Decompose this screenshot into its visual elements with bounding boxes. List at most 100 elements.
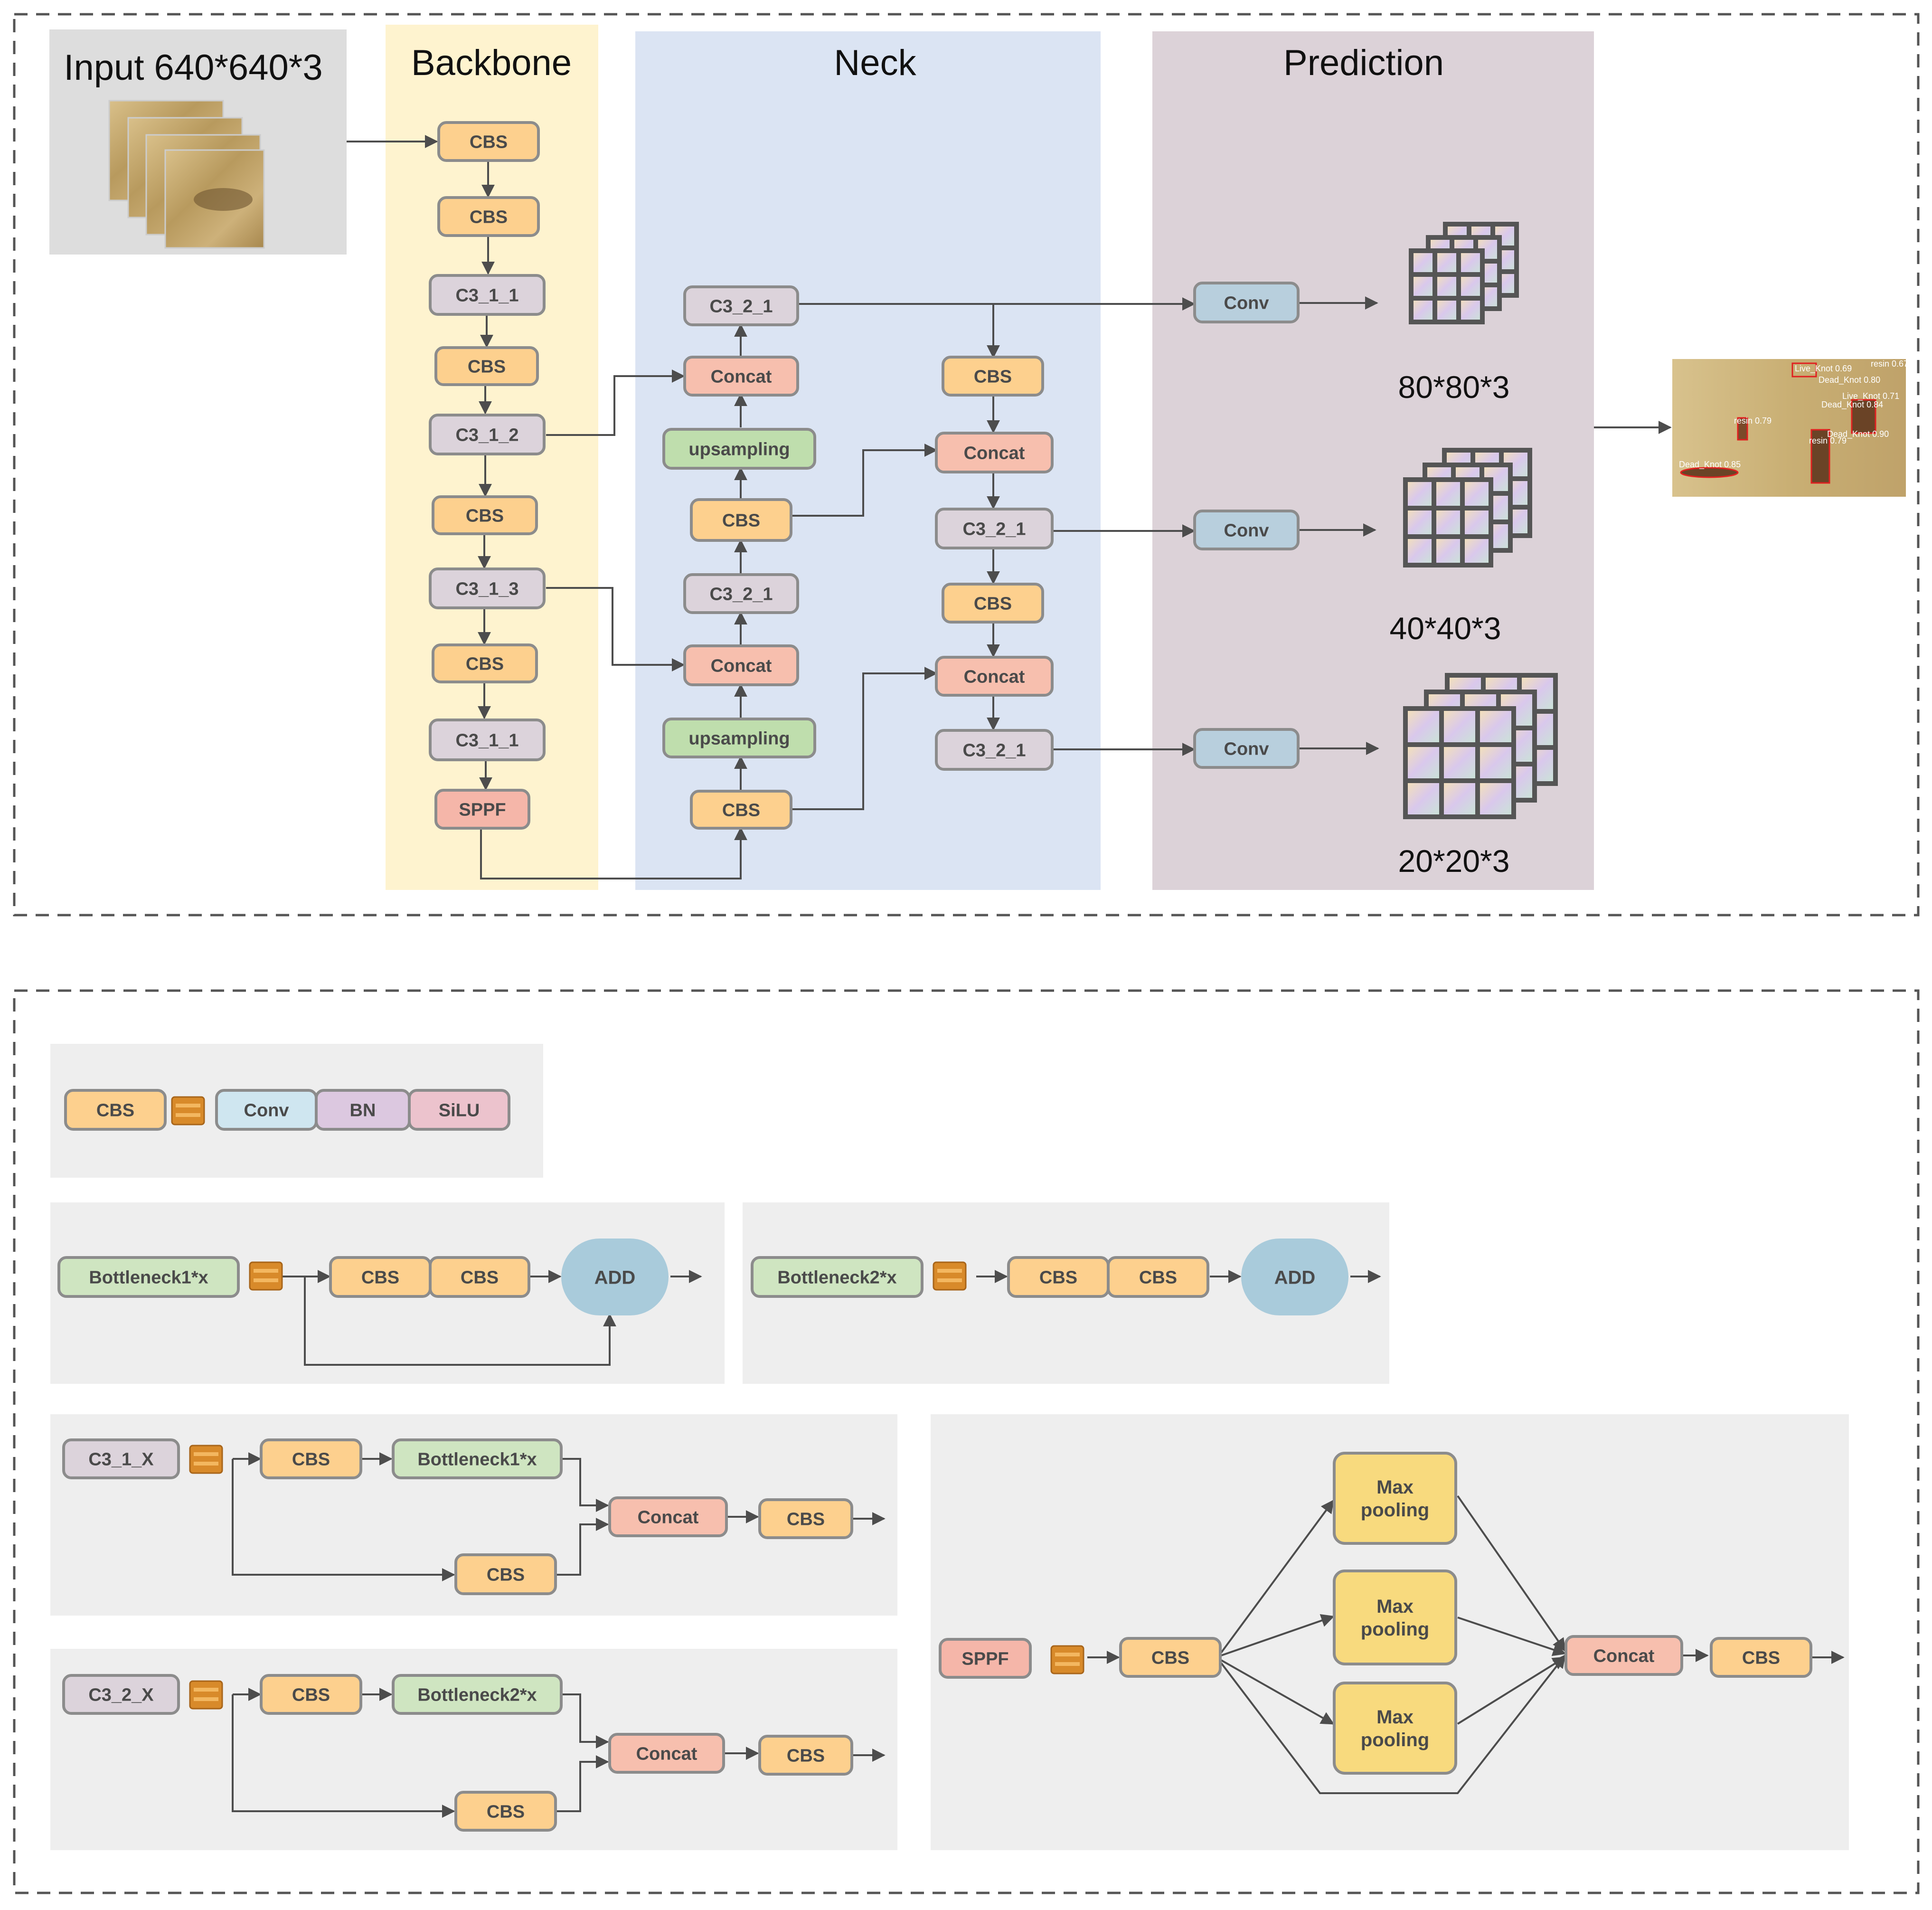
equals-icons <box>171 1096 1084 1710</box>
legend-bottleneck2-cbs-2: CBS <box>1107 1256 1209 1298</box>
legend-bottleneck1-name-label: Bottleneck1*x <box>89 1268 208 1288</box>
backbone-block-9: C3_1_1 <box>429 719 546 761</box>
legend-c3-1-concat: Concat <box>608 1496 728 1537</box>
neck-right-block-1: CBS <box>942 356 1044 397</box>
neck-left-block-3: upsampling <box>662 428 816 470</box>
legend-conv-block: Conv <box>215 1089 318 1131</box>
backbone-title: Backbone <box>411 43 572 83</box>
legend-bottleneck2-cbs-2-label: CBS <box>1139 1268 1177 1288</box>
prediction-conv-1-label: Conv <box>1224 293 1269 313</box>
backbone-block-8: CBS <box>432 643 538 683</box>
neck-left-block-2-label: Concat <box>711 367 772 387</box>
prediction-conv-2: Conv <box>1193 510 1300 550</box>
legend-sppf-name: SPPF <box>939 1638 1032 1679</box>
legend-bottleneck1-cbs-1: CBS <box>329 1256 432 1298</box>
neck-left-block-4: CBS <box>690 498 792 542</box>
legend-bottleneck1-add: ADD <box>561 1239 669 1315</box>
neck-right-block-3-label: C3_2_1 <box>962 520 1026 539</box>
legend-c3-2-bottleneck-label: Bottleneck2*x <box>417 1685 537 1705</box>
nodes: CBSCBSC3_1_1CBSC3_1_2CBSC3_1_3CBSC3_1_1S… <box>57 121 1812 1832</box>
legend-c3-2-name: C3_2_X <box>62 1674 180 1715</box>
neck-right-block-1-label: CBS <box>974 367 1012 387</box>
neck-right-block-6: C3_2_1 <box>935 729 1054 771</box>
legend-c3-2-concat: Concat <box>608 1733 725 1774</box>
prediction-conv-1: Conv <box>1193 282 1300 323</box>
legend-c3-2-name-label: C3_2_X <box>88 1685 154 1705</box>
legend-silu-block-label: SiLU <box>439 1101 480 1121</box>
legend-c3-2-cbs-1-label: CBS <box>292 1685 330 1705</box>
legend-bottleneck1-name: Bottleneck1*x <box>57 1256 240 1298</box>
legend-cbs-block-label: CBS <box>96 1101 134 1121</box>
legend-silu-block: SiLU <box>408 1089 510 1131</box>
neck-left-block-5-label: C3_2_1 <box>709 585 773 605</box>
prediction-title: Prediction <box>1283 43 1444 83</box>
legend-c3-2-cbs-1: CBS <box>260 1674 362 1715</box>
det-label-5: Dead_Knot 0.84 <box>1821 400 1883 410</box>
det-label-8: resin 0.79 <box>1809 436 1847 445</box>
backbone-block-1-label: CBS <box>470 132 508 152</box>
legend-c3-2-bottleneck: Bottleneck2*x <box>392 1674 563 1715</box>
neck-right-block-2: Concat <box>935 432 1054 473</box>
neck-right-block-6-label: C3_2_1 <box>962 741 1026 761</box>
backbone-block-9-label: C3_1_1 <box>455 731 518 751</box>
legend-c3-1-name-label: C3_1_X <box>88 1450 154 1470</box>
backbone-block-2: CBS <box>437 196 540 237</box>
cube-20 <box>1403 673 1558 819</box>
legend-c3-1-cbs-1: CBS <box>260 1438 362 1479</box>
det-label-9: Dead_Knot 0.85 <box>1679 460 1741 470</box>
legend-bottleneck2-equals-icon <box>933 1261 967 1291</box>
legend-bottleneck2-name: Bottleneck2*x <box>751 1256 924 1298</box>
neck-title: Neck <box>834 43 916 83</box>
input-image-stack <box>108 100 265 249</box>
det-label-1: Live_Knot 0.69 <box>1795 364 1852 374</box>
legend-bottleneck2-add: ADD <box>1241 1239 1348 1315</box>
legend-cbs-block: CBS <box>64 1089 167 1131</box>
legend-sppf-cbs-in-label: CBS <box>1151 1648 1189 1668</box>
cube-80 <box>1409 222 1519 324</box>
backbone-block-7: C3_1_3 <box>429 567 546 609</box>
neck-left-block-4-label: CBS <box>722 511 760 531</box>
det-label-3: Dead_Knot 0.80 <box>1819 375 1880 385</box>
legend-conv-block-label: Conv <box>244 1101 289 1121</box>
prediction-conv-3-label: Conv <box>1224 739 1269 759</box>
legend-bottleneck1-cbs-1-label: CBS <box>361 1268 399 1288</box>
legend-sppf-maxpool-3-label-1: Max <box>1376 1707 1414 1728</box>
det-label-2: resin 0.67 <box>1871 359 1908 369</box>
legend-c3-2-equals-icon <box>189 1680 223 1710</box>
neck-left-block-6-label: Concat <box>711 656 772 676</box>
neck-right-block-3: C3_2_1 <box>935 508 1054 549</box>
neck-right-block-4-label: CBS <box>974 594 1012 614</box>
prediction-conv-2-label: Conv <box>1224 521 1269 541</box>
neck-left-block-8-label: CBS <box>722 801 760 821</box>
backbone-block-2-label: CBS <box>470 208 508 227</box>
legend-c3-1-equals-icon <box>189 1445 223 1474</box>
scale-label-40: 40*40*3 <box>1390 611 1501 646</box>
det-label-7: Dead_Knot 0.90 <box>1827 429 1889 439</box>
legend-bottleneck1-cbs-2-label: CBS <box>461 1268 499 1288</box>
neck-right-block-4: CBS <box>942 583 1044 624</box>
legend-bottleneck1-equals-icon <box>249 1261 283 1291</box>
legend-bn-block-label: BN <box>350 1101 376 1121</box>
legend-sppf-maxpool-3-label-2: pooling <box>1361 1730 1429 1750</box>
legend-sppf-equals-icon <box>1050 1645 1084 1674</box>
legend-c3-1-bottleneck: Bottleneck1*x <box>392 1438 563 1479</box>
legend-c3-1-cbs-out-label: CBS <box>787 1510 825 1530</box>
top-frame <box>13 13 1920 917</box>
legend-bn-block: BN <box>315 1089 411 1131</box>
legend-bottleneck1-add-label: ADD <box>594 1267 636 1288</box>
legend-bottleneck2-name-label: Bottleneck2*x <box>777 1268 896 1288</box>
legend-c3-1-cbs-skip-label: CBS <box>487 1565 525 1585</box>
legend-sppf-cbs-out-label: CBS <box>1742 1648 1780 1668</box>
legend-sppf-maxpool-1-label-1: Max <box>1376 1477 1414 1498</box>
legend-sppf-maxpool-2-label-1: Max <box>1376 1596 1414 1617</box>
legend-bottleneck1-cbs-2: CBS <box>429 1256 530 1298</box>
neck-left-block-6: Concat <box>683 644 799 686</box>
output-detection-image: Live_Knot 0.69 resin 0.67 Dead_Knot 0.80… <box>1672 359 1908 497</box>
neck-left-block-1: C3_2_1 <box>683 285 799 326</box>
legend-c3-2-cbs-out: CBS <box>758 1735 853 1776</box>
legend-c3-1-concat-label: Concat <box>638 1508 699 1528</box>
legend-cbs-equals-icon <box>171 1096 205 1125</box>
